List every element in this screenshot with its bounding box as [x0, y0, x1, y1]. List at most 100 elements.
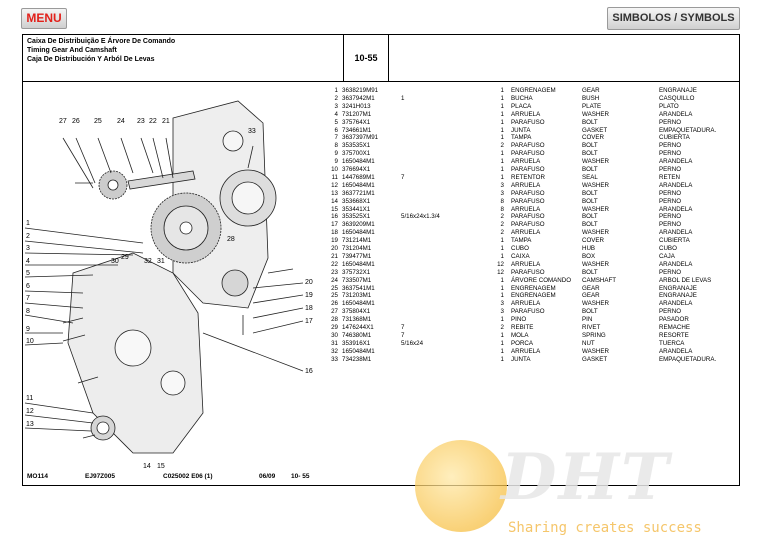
parts-cell-qty: 1 — [500, 237, 504, 245]
title-english: Timing Gear And Camshaft — [27, 47, 117, 54]
parts-cell-no: 28 — [331, 316, 338, 324]
symbols-button[interactable]: SIMBOLOS / SYMBOLS — [607, 7, 740, 30]
parts-cell-no: 6 — [334, 126, 338, 134]
parts-cell-pt: TAMPA — [511, 134, 532, 142]
parts-cell-pn: 1650484M1 — [342, 347, 375, 355]
parts-cell-qty: 1 — [500, 355, 504, 363]
parts-cell-pt: TAMPA — [511, 237, 532, 245]
parts-cell-note: 7 — [401, 331, 405, 339]
parts-cell-es: REMACHE — [659, 324, 690, 331]
parts-cell-pn: 1447689M1 — [342, 173, 375, 181]
footer-code: C025002 E06 (1) — [163, 473, 213, 480]
parts-cell-pt: PARAFUSO — [511, 213, 545, 221]
parts-cell-pn: 353525X1 — [342, 213, 371, 221]
parts-cell-es: TUERCA — [659, 339, 685, 347]
parts-cell-en: WASHER — [582, 260, 609, 268]
parts-cell-es: ENGRANAJE — [659, 292, 697, 300]
parts-cell-qty: 1 — [500, 118, 504, 126]
parts-cell-en: CAMSHAFT — [582, 276, 617, 284]
parts-cell-es: ENGRANAJE — [659, 284, 697, 292]
watermark-tagline: Sharing creates success — [508, 520, 702, 536]
parts-cell-es: PLATO — [659, 102, 679, 110]
parts-cell-pn: 1650484M1 — [342, 229, 375, 237]
parts-cell-en: COVER — [582, 134, 605, 142]
parts-cell-pn: 353668X1 — [342, 197, 371, 205]
parts-cell-no: 25 — [331, 292, 338, 300]
parts-cell-no: 27 — [331, 308, 338, 316]
parts-cell-no: 31 — [331, 339, 338, 347]
parts-cell-es: PERNO — [659, 150, 682, 158]
parts-cell-qty: 3 — [500, 181, 504, 189]
callout-20: 20 — [305, 279, 313, 286]
parts-cell-qty: 2 — [500, 221, 504, 229]
callout-33: 33 — [248, 128, 256, 135]
parts-cell-en: PLATE — [582, 102, 602, 110]
parts-cell-pn: 3639209M1 — [342, 221, 375, 229]
parts-cell-qty: 1 — [500, 316, 504, 324]
footer-page: 10- 55 — [291, 473, 310, 480]
parts-cell-pn: 731207M1 — [342, 110, 372, 118]
parts-cell-pt: BUCHA — [511, 94, 533, 102]
parts-cell-pt: PARAFUSO — [511, 150, 545, 158]
parts-cell-en: BOLT — [582, 118, 598, 126]
parts-cell-no: 11 — [331, 173, 338, 181]
callout-4: 4 — [26, 258, 30, 265]
parts-cell-es: CUBIERTA — [659, 237, 690, 245]
parts-cell-en: NUT — [582, 339, 595, 347]
callout-3: 3 — [26, 245, 30, 252]
parts-cell-qty: 1 — [500, 292, 504, 300]
parts-cell-es: PERNO — [659, 197, 682, 205]
parts-cell-no: 13 — [331, 189, 338, 197]
footer-ref: EJ97Z005 — [85, 473, 115, 480]
parts-cell-pt: PLACA — [511, 102, 532, 110]
parts-cell-no: 21 — [331, 252, 338, 260]
parts-cell-pn: 3241H013 — [342, 102, 371, 110]
parts-cell-pn: 3637541M1 — [342, 284, 375, 292]
parts-cell-pt: RETENTOR — [511, 173, 545, 181]
menu-button[interactable]: MENU — [21, 8, 67, 29]
callout-1: 1 — [26, 220, 30, 227]
parts-cell-no: 16 — [331, 213, 338, 221]
parts-cell-pn: 375700X1 — [342, 150, 371, 158]
parts-cell-es: ARANDELA — [659, 347, 693, 355]
parts-cell-es: PERNO — [659, 268, 682, 276]
parts-cell-en: BOX — [582, 252, 596, 260]
parts-cell-no: 2 — [334, 94, 338, 102]
parts-cell-en: WASHER — [582, 110, 609, 118]
parts-cell-es: CAJA — [659, 252, 675, 260]
parts-cell-qty: 1 — [500, 166, 504, 173]
footer-date: 06/09 — [259, 473, 276, 480]
sheet-footer: MO114 EJ97Z005 C025002 E06 (1) 06/09 10-… — [23, 471, 323, 485]
callout-2: 2 — [26, 233, 30, 240]
parts-cell-pt: PARAFUSO — [511, 142, 545, 150]
parts-cell-pn: 739477M1 — [342, 252, 372, 260]
parts-cell-no: 25 — [331, 284, 338, 292]
parts-cell-pt: PARAFUSO — [511, 189, 545, 197]
parts-cell-pt: REBITE — [511, 324, 534, 331]
callout-9: 9 — [26, 326, 30, 333]
parts-cell-pt: PORCA — [511, 339, 534, 347]
parts-cell-en: WASHER — [582, 347, 609, 355]
parts-cell-no: 26 — [331, 300, 338, 308]
parts-cell-pn: 3637397M91 — [342, 134, 379, 142]
callout-26: 26 — [72, 118, 80, 125]
parts-cell-qty: 2 — [500, 229, 504, 237]
callout-6: 6 — [26, 283, 30, 290]
parts-cell-qty: 3 — [500, 308, 504, 316]
parts-cell-pn: 3637721M1 — [342, 189, 375, 197]
parts-cell-es: ARANDELA — [659, 205, 693, 213]
callout-19: 19 — [305, 292, 313, 299]
parts-cell-pn: 353535X1 — [342, 142, 371, 150]
callout-14: 14 — [143, 463, 151, 469]
parts-sheet: Caixa De Distribuição E Árvore De Comand… — [22, 34, 740, 486]
parts-cell-no: 9 — [334, 158, 338, 166]
parts-cell-es: PERNO — [659, 213, 682, 221]
parts-cell-pn: 375804X1 — [342, 308, 371, 316]
parts-cell-en: COVER — [582, 237, 605, 245]
parts-cell-no: 4 — [334, 110, 338, 118]
callout-28: 28 — [227, 236, 235, 243]
exploded-diagram: 27 26 25 24 23 22 21 33 1 2 3 4 5 6 7 8 … — [24, 100, 313, 469]
parts-cell-en: RIVET — [582, 324, 601, 331]
header-blank-cell — [389, 35, 739, 82]
parts-cell-pt: PINO — [511, 316, 527, 324]
